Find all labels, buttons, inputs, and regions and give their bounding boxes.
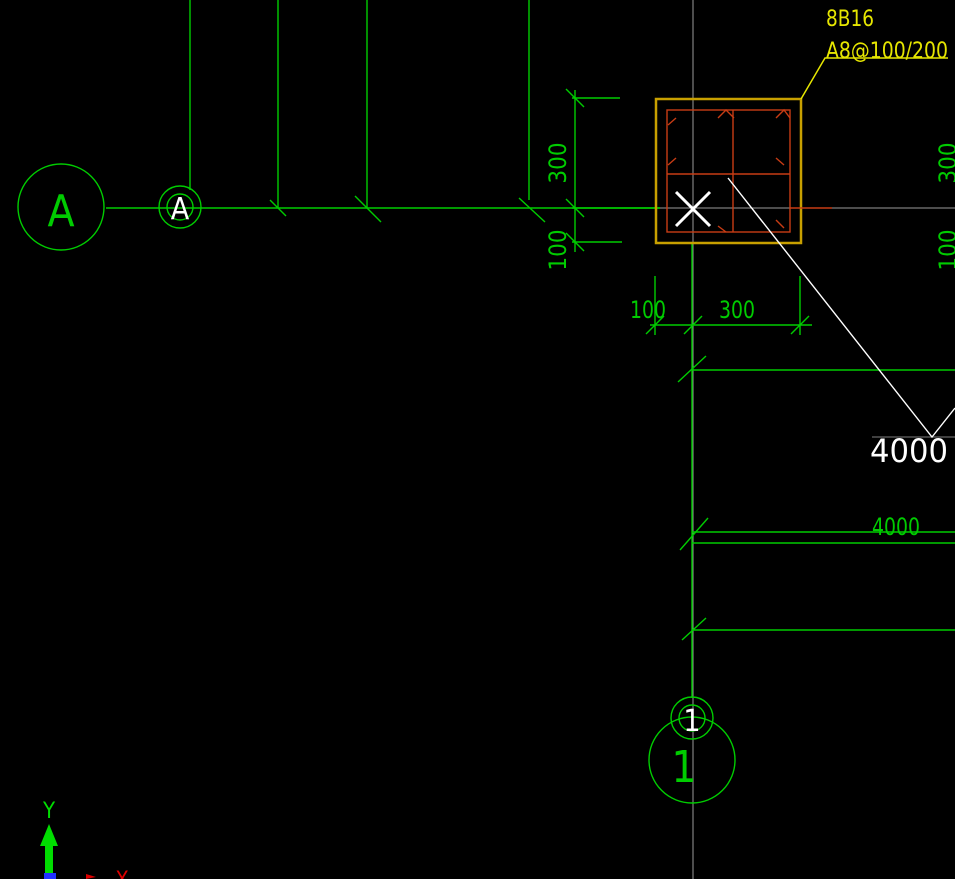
column-outline[interactable]: [654, 97, 803, 245]
dim-vertical-upper[interactable]: 300: [544, 142, 572, 183]
axis-1-bubble-large: [648, 716, 736, 804]
axis-1-label-large[interactable]: 1: [671, 742, 696, 793]
dim-right-edge-lower[interactable]: 100: [934, 229, 955, 270]
dim-horizontal-left[interactable]: 100: [630, 296, 666, 324]
axis-a-bubble-large: [17, 163, 105, 251]
dim-span-green[interactable]: 4000: [872, 513, 920, 541]
axis-a-label-small[interactable]: A: [171, 192, 190, 227]
dim-vertical-lower[interactable]: 100: [544, 229, 572, 270]
dim-right-edge-upper[interactable]: 300: [934, 142, 955, 183]
axis-a-label-large[interactable]: A: [47, 186, 74, 237]
grid-lines: [17, 0, 955, 804]
column-bars-label[interactable]: 8B16: [826, 7, 874, 32]
column-label-leader: [800, 57, 948, 100]
ucs-y-label: Y: [42, 799, 56, 824]
axis-1-label-small[interactable]: 1: [683, 704, 700, 739]
dim-span-white[interactable]: 4000: [870, 432, 948, 470]
selection-cross: [674, 190, 712, 228]
ucs-x-label: X: [115, 868, 129, 879]
dim-horizontal-right[interactable]: 300: [719, 296, 755, 324]
span-leader: [727, 177, 955, 439]
ucs-icon: [40, 824, 96, 879]
column-rebar: [666, 108, 832, 233]
column-stirrup-label[interactable]: A8@100/200: [826, 39, 948, 64]
